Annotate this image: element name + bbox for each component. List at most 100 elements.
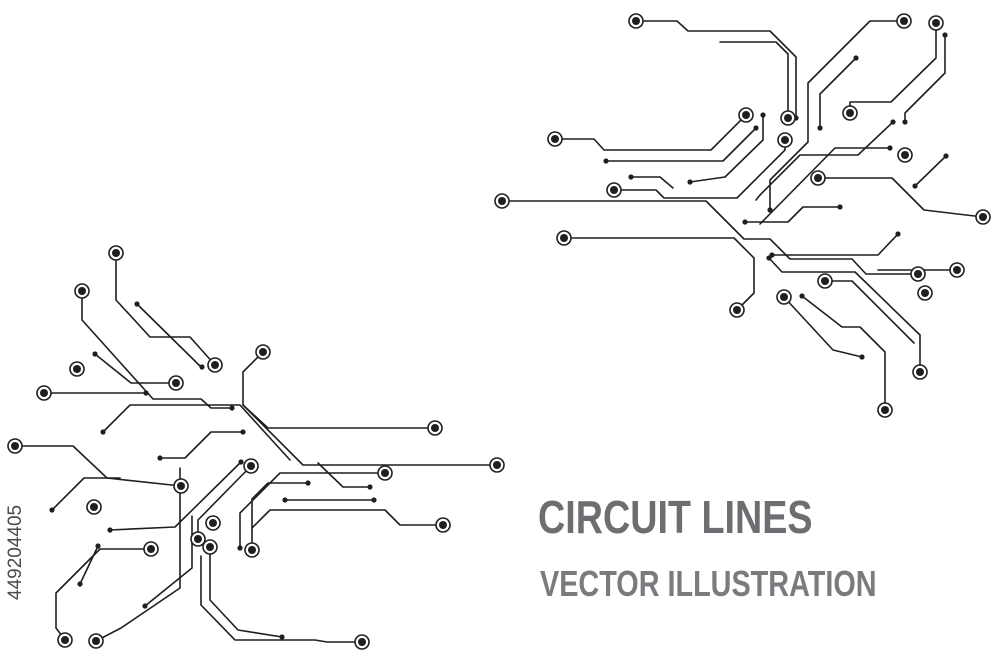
circuit-trace <box>819 57 857 129</box>
circuit-trace <box>209 546 283 638</box>
ring-pad-core <box>979 213 987 221</box>
ring-pad-core <box>914 270 922 278</box>
circuit-traces <box>14 20 984 643</box>
trace-dot <box>753 125 759 131</box>
illustration-subtitle: VECTOR ILLUSTRATION <box>540 563 877 604</box>
trace-dot <box>895 231 901 237</box>
trace-dot <box>687 179 693 185</box>
circuit-trace <box>55 548 152 641</box>
trace-dot <box>742 219 748 225</box>
ring-pad-core <box>551 135 559 143</box>
circuit-trace <box>197 465 252 540</box>
circuit-trace <box>914 155 947 187</box>
ring-pad-core <box>916 368 924 376</box>
ring-pad-core <box>780 293 788 301</box>
trace-dot <box>107 527 113 533</box>
circuit-trace <box>81 290 233 409</box>
ring-pad-core <box>172 379 180 387</box>
circuit-trace <box>849 22 937 114</box>
circuit-trace <box>630 176 674 189</box>
trace-dot <box>305 480 311 486</box>
ring-pad-core <box>610 186 618 194</box>
ring-pad-core <box>493 461 501 469</box>
ring-pad-core <box>112 249 120 257</box>
trace-dot <box>157 455 163 461</box>
circuit-trace <box>79 545 99 585</box>
ring-pad-core <box>901 151 909 159</box>
ring-pad-core <box>846 109 854 117</box>
circuit-trace <box>605 127 757 162</box>
ring-pad-core <box>248 546 256 554</box>
ring-pad-core <box>953 266 961 274</box>
ring-pad-core <box>881 406 889 414</box>
trace-dot <box>859 354 865 360</box>
circuit-trace <box>239 472 386 549</box>
ring-pad-core <box>742 111 750 119</box>
trace-dot <box>282 497 288 503</box>
circuit-trace <box>317 462 371 488</box>
illustration-title: CIRCUIT LINES <box>538 491 813 543</box>
circuit-trace <box>144 515 193 607</box>
ring-pad-core <box>11 442 19 450</box>
circuit-trace <box>14 445 182 487</box>
trace-dot <box>95 543 101 549</box>
circuit-trace <box>719 41 789 119</box>
circuit-trace <box>783 296 863 358</box>
trace-dot <box>853 55 859 61</box>
circuit-trace <box>200 555 363 643</box>
ring-pad-core <box>211 361 219 369</box>
ring-pad-core <box>932 19 940 27</box>
ring-pad-core <box>206 543 214 551</box>
ring-pad-core <box>439 521 447 529</box>
circuit-nodes <box>7 13 991 650</box>
ring-pad-core <box>259 348 267 356</box>
circuit-trace <box>635 20 797 119</box>
trace-dot <box>143 390 149 396</box>
circuit-trace <box>115 252 216 366</box>
circuit-trace <box>744 206 841 223</box>
circuit-trace <box>824 280 915 344</box>
circuit-trace <box>95 467 181 642</box>
trace-dot <box>890 119 896 125</box>
circuit-trace <box>801 295 886 411</box>
ring-pad-core <box>431 424 439 432</box>
ring-pad-core <box>90 503 98 511</box>
trace-dot <box>817 125 823 131</box>
trace-dot <box>238 459 244 465</box>
circuit-trace <box>689 114 764 183</box>
circuit-trace <box>94 353 177 384</box>
circuit-trace <box>501 200 919 275</box>
ring-pad-core <box>921 289 929 297</box>
circuit-trace <box>109 461 242 531</box>
ring-pad-core <box>781 136 789 144</box>
trace-dot <box>77 581 83 587</box>
circuit-trace <box>613 139 786 199</box>
ring-pad-core <box>40 389 48 397</box>
trace-dot <box>943 153 949 159</box>
circuit-trace <box>554 114 747 151</box>
trace-dot <box>240 429 246 435</box>
trace-dot <box>766 255 772 261</box>
trace-dot <box>142 603 148 609</box>
ring-pad-core <box>560 234 568 242</box>
circuit-trace <box>51 477 121 511</box>
ring-pad-core <box>900 17 908 25</box>
trace-dot <box>229 405 235 411</box>
ring-pad-core <box>78 287 86 295</box>
ring-pad-core <box>92 637 100 645</box>
ring-pad-core <box>733 306 741 314</box>
trace-dot <box>902 119 908 125</box>
trace-dot <box>371 497 377 503</box>
ring-pad-core <box>209 519 217 527</box>
trace-dot <box>199 364 205 370</box>
trace-dot <box>887 145 893 151</box>
circuit-trace <box>251 509 444 529</box>
trace-dot <box>134 301 140 307</box>
ring-pad-core <box>61 636 69 644</box>
circuit-trace <box>102 404 291 461</box>
stock-id-watermark: 449204405 <box>5 504 26 600</box>
trace-dot <box>942 32 948 38</box>
circuit-trace <box>759 147 891 225</box>
ring-pad-core <box>247 462 255 470</box>
